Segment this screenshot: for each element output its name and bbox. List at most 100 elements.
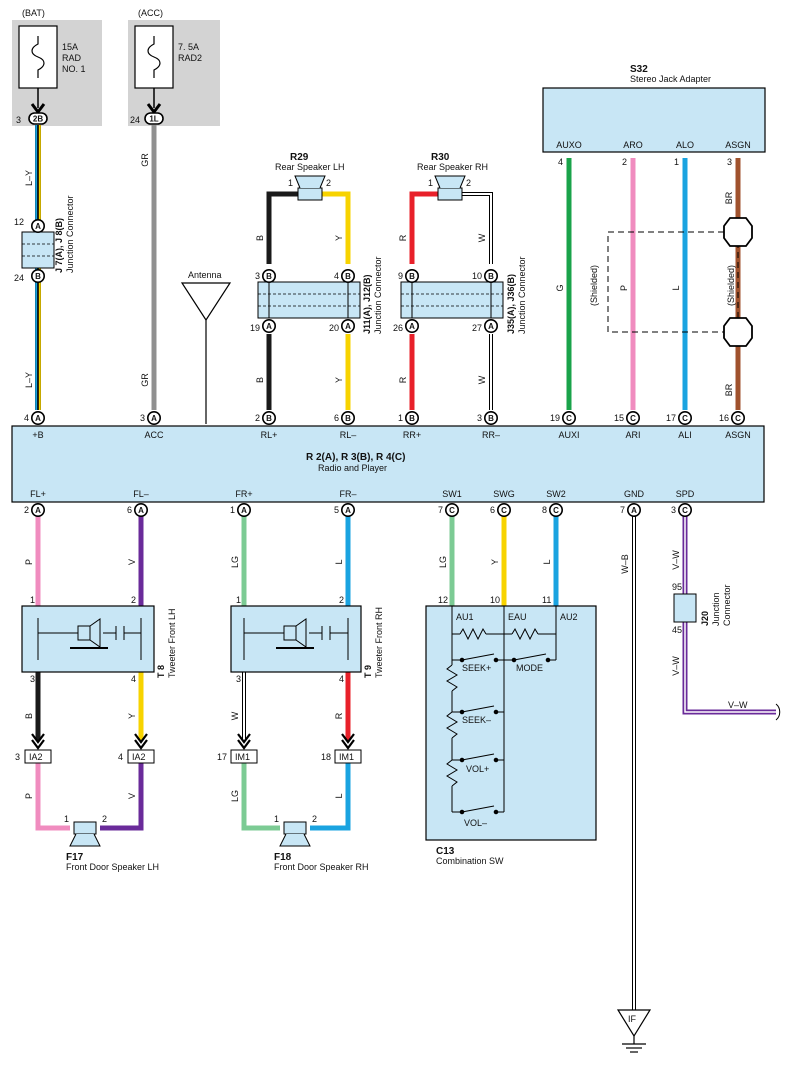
wire-code-label: L <box>334 793 344 798</box>
im1-pin-b: 18 <box>321 752 331 762</box>
s32-terminal-label: ARO <box>623 140 643 150</box>
radio-bottom-pin-circle: A <box>30 502 45 517</box>
wire-code-label: B <box>255 377 265 383</box>
t9-id: T 9 <box>363 665 373 678</box>
svg-text:B: B <box>488 414 494 423</box>
radio-top-pin: 19 <box>550 413 560 423</box>
j11-pin-bl: 19 <box>250 323 260 333</box>
c13-vol-plus: VOL+ <box>466 764 489 774</box>
svg-text:A: A <box>631 506 637 515</box>
wire-w-rear-upper <box>462 192 493 264</box>
t9-pin3: 3 <box>236 674 241 684</box>
c13-seek-minus: SEEK– <box>462 715 491 725</box>
t8-pin4: 4 <box>131 674 136 684</box>
radio-bottom-pin-circle: C <box>444 502 459 517</box>
c13-box <box>425 605 597 841</box>
j35-pin-bl: 26 <box>393 323 403 333</box>
radio-top-label: +B <box>32 430 43 440</box>
r29-pin1: 1 <box>288 178 293 188</box>
shielded-label-right: (Shielded) <box>726 265 736 306</box>
radio-bottom-pin-circle: A <box>237 502 252 517</box>
wire-code-label: GR <box>140 153 150 167</box>
r30-name: Rear Speaker RH <box>417 162 488 172</box>
radio-top-label: ARI <box>625 430 640 440</box>
t8-box <box>21 605 155 673</box>
radio-top-pin: 6 <box>334 413 339 423</box>
antenna-label: Antenna <box>188 270 222 280</box>
radio-bottom-pin-circle: A <box>134 502 149 517</box>
radio-top-pin-circle: C <box>561 410 576 425</box>
wire-code-label: G <box>555 284 565 291</box>
f17-pin2: 2 <box>102 814 107 824</box>
fuse-acc-arrow-icon <box>146 103 162 115</box>
ia2-connector-left <box>24 749 52 764</box>
radio-bottom-label: FL+ <box>30 489 46 499</box>
s32-terminal-pin: 2 <box>622 157 627 167</box>
j35-name: Junction Connector <box>517 256 527 334</box>
wire-code-label: V <box>127 559 137 565</box>
wire-code-label: V–W <box>671 550 681 570</box>
s32-terminal-label: AUXO <box>556 140 582 150</box>
wire-code-label: P <box>24 793 34 799</box>
svg-text:A: A <box>266 322 272 331</box>
r29-name: Rear Speaker LH <box>275 162 345 172</box>
t9-pin2: 2 <box>339 595 344 605</box>
j11-pin-circle: A <box>261 318 276 333</box>
r30-speaker-icon <box>434 175 466 201</box>
f18-speaker-icon <box>279 821 311 847</box>
radio-bottom-pin: 7 <box>438 505 443 515</box>
r30-id: R30 <box>431 152 450 163</box>
svg-text:C: C <box>735 414 741 423</box>
svg-text:C: C <box>449 506 455 515</box>
j20-name1: Junction <box>711 592 721 626</box>
fuse-bat-pin: 3 <box>16 115 21 125</box>
svg-text:B: B <box>345 272 351 281</box>
radio-top-pin-circle: A <box>147 410 162 425</box>
fuse-connector: 1L <box>144 112 164 125</box>
svg-text:A: A <box>35 222 41 231</box>
radio-top-pin: 15 <box>614 413 624 423</box>
j35-connector <box>400 281 504 319</box>
j11-pin-circle: A <box>340 318 355 333</box>
j35-pin-circle: B <box>404 268 419 283</box>
j7-pin-bottom-circle: B <box>30 268 45 283</box>
svg-text:B: B <box>409 414 415 423</box>
t8-pin2: 2 <box>131 595 136 605</box>
svg-text:C: C <box>553 506 559 515</box>
radio-bottom-pin-circle: A <box>340 502 355 517</box>
s32-name: Stereo Jack Adapter <box>630 74 711 84</box>
c13-vol-minus: VOL– <box>464 818 487 828</box>
wire-code-label: Y <box>490 559 500 565</box>
j11-pin-tl: 3 <box>255 271 260 281</box>
wire-vw-horizontal-label: V–W <box>728 700 748 710</box>
wire-y-rear-upper <box>322 191 351 264</box>
j7-pin-bottom: 24 <box>14 273 24 283</box>
svg-text:2B: 2B <box>33 115 43 124</box>
fuse-bat-line1: RAD <box>62 53 82 63</box>
j7-pin-top: 12 <box>14 217 24 227</box>
wire-code-label: LG <box>230 556 240 568</box>
ia2-connector-right <box>127 749 155 764</box>
wire-code-label: V–W <box>671 656 681 676</box>
shield-outline <box>607 231 739 333</box>
c13-seek-plus: SEEK+ <box>462 663 491 673</box>
j11-name: Junction Connector <box>373 256 383 334</box>
radio-top-label: AUXI <box>558 430 579 440</box>
j20-id: J20 <box>700 611 710 626</box>
shield-joint-upper-icon <box>723 217 753 247</box>
j11-pin-circle: B <box>340 268 355 283</box>
r30-pin2: 2 <box>466 178 471 188</box>
c13-eau: EAU <box>508 612 527 622</box>
j35-pin-tl: 9 <box>398 271 403 281</box>
inline-arrows-icon <box>31 733 355 750</box>
s32-box <box>542 87 766 153</box>
radio-bottom-label: FL– <box>133 489 149 499</box>
radio-bottom-pin-circle: C <box>496 502 511 517</box>
svg-text:B: B <box>266 414 272 423</box>
radio-top-pin-circle: B <box>483 410 498 425</box>
r29-id: R29 <box>290 152 309 163</box>
j20-name2: Connector <box>722 584 732 626</box>
radio-top-label: ALI <box>678 430 692 440</box>
j11-connector <box>257 281 361 319</box>
